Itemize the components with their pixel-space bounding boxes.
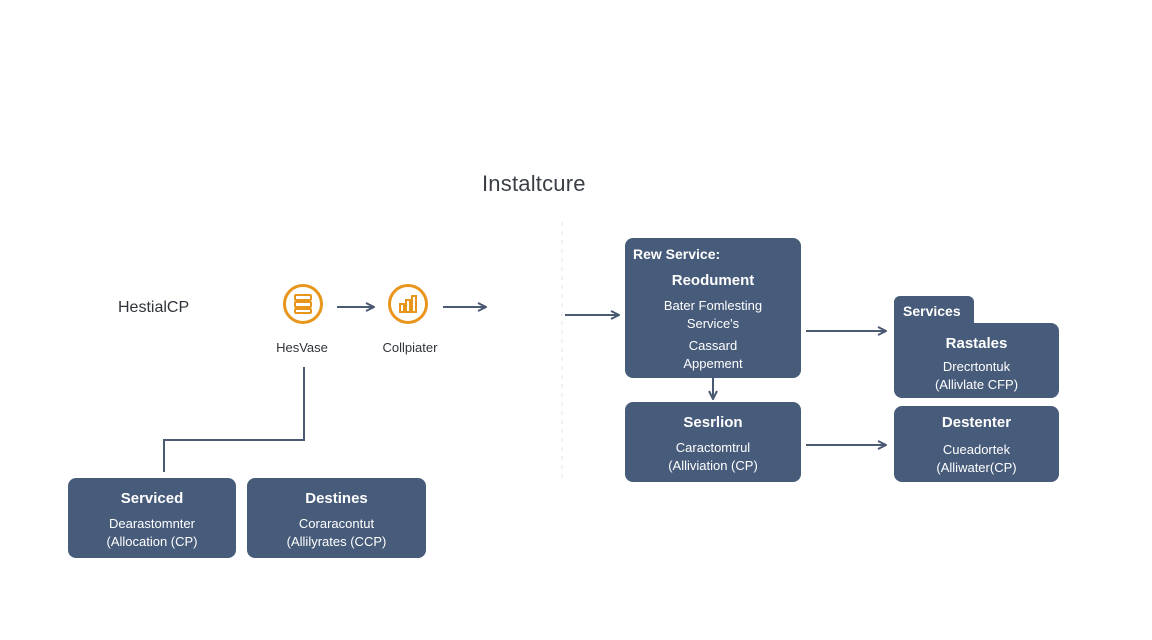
box-serviced-line2: (Allocation (CP) bbox=[106, 534, 198, 549]
box-reodument-line4: Appement bbox=[683, 356, 743, 371]
box-destines: Destines Coraracontut (Allilyrates (CCP) bbox=[247, 478, 426, 558]
box-reodument-tag: Rew Service: bbox=[633, 246, 721, 262]
icon-label-collpiater: Collpiater bbox=[382, 340, 438, 355]
box-reodument-line2: Service's bbox=[686, 316, 740, 331]
box-sesrlion-line1: Caractomtrul bbox=[675, 440, 751, 455]
box-destenter: Destenter Cueadortek (Alliwater(CP) bbox=[894, 406, 1059, 482]
box-destines-line1: Coraracontut bbox=[298, 516, 375, 531]
box-reodument: Rew Service: Reodument Bater Fomlesting … bbox=[625, 238, 801, 378]
box-destenter-head: Destenter bbox=[941, 414, 1012, 431]
box-serviced-head: Serviced bbox=[120, 490, 184, 507]
box-destines-head: Destines bbox=[305, 490, 368, 507]
box-serviced: Serviced Dearastomnter (Allocation (CP) bbox=[68, 478, 236, 558]
server-icon bbox=[283, 284, 323, 324]
connector-to-serviced bbox=[163, 367, 305, 472]
box-destines-line2: (Allilyrates (CCP) bbox=[286, 534, 387, 549]
box-reodument-line3: Cassard bbox=[688, 338, 738, 353]
box-sesrlion-line2: (Alliviation (CP) bbox=[668, 458, 758, 473]
box-reodument-line1: Bater Fomlesting bbox=[663, 298, 763, 313]
box-rastales-line2: (Allivlate CFP) bbox=[934, 377, 1019, 392]
icon-label-hesvase: HesVase bbox=[276, 340, 328, 355]
services-tab-label: Services bbox=[903, 303, 961, 319]
source-label: HestialCP bbox=[118, 299, 190, 316]
box-destenter-line1: Cueadortek bbox=[942, 442, 1011, 457]
box-sesrlion-head: Sesrlion bbox=[683, 414, 743, 431]
chart-icon bbox=[388, 284, 428, 324]
box-rastales-head: Rastales bbox=[945, 335, 1008, 352]
box-rastales: Rastales Drecrtontuk (Allivlate CFP) bbox=[894, 323, 1059, 398]
box-reodument-head: Reodument bbox=[671, 272, 755, 289]
diagram-title: Instaltcure bbox=[482, 171, 586, 196]
box-serviced-line1: Dearastomnter bbox=[109, 516, 195, 531]
services-folder-tab bbox=[894, 296, 974, 326]
box-sesrlion: Sesrlion Caractomtrul (Alliviation (CP) bbox=[625, 402, 801, 482]
box-rastales-line1: Drecrtontuk bbox=[942, 359, 1011, 374]
box-destenter-line2: (Alliwater(CP) bbox=[936, 460, 1017, 475]
